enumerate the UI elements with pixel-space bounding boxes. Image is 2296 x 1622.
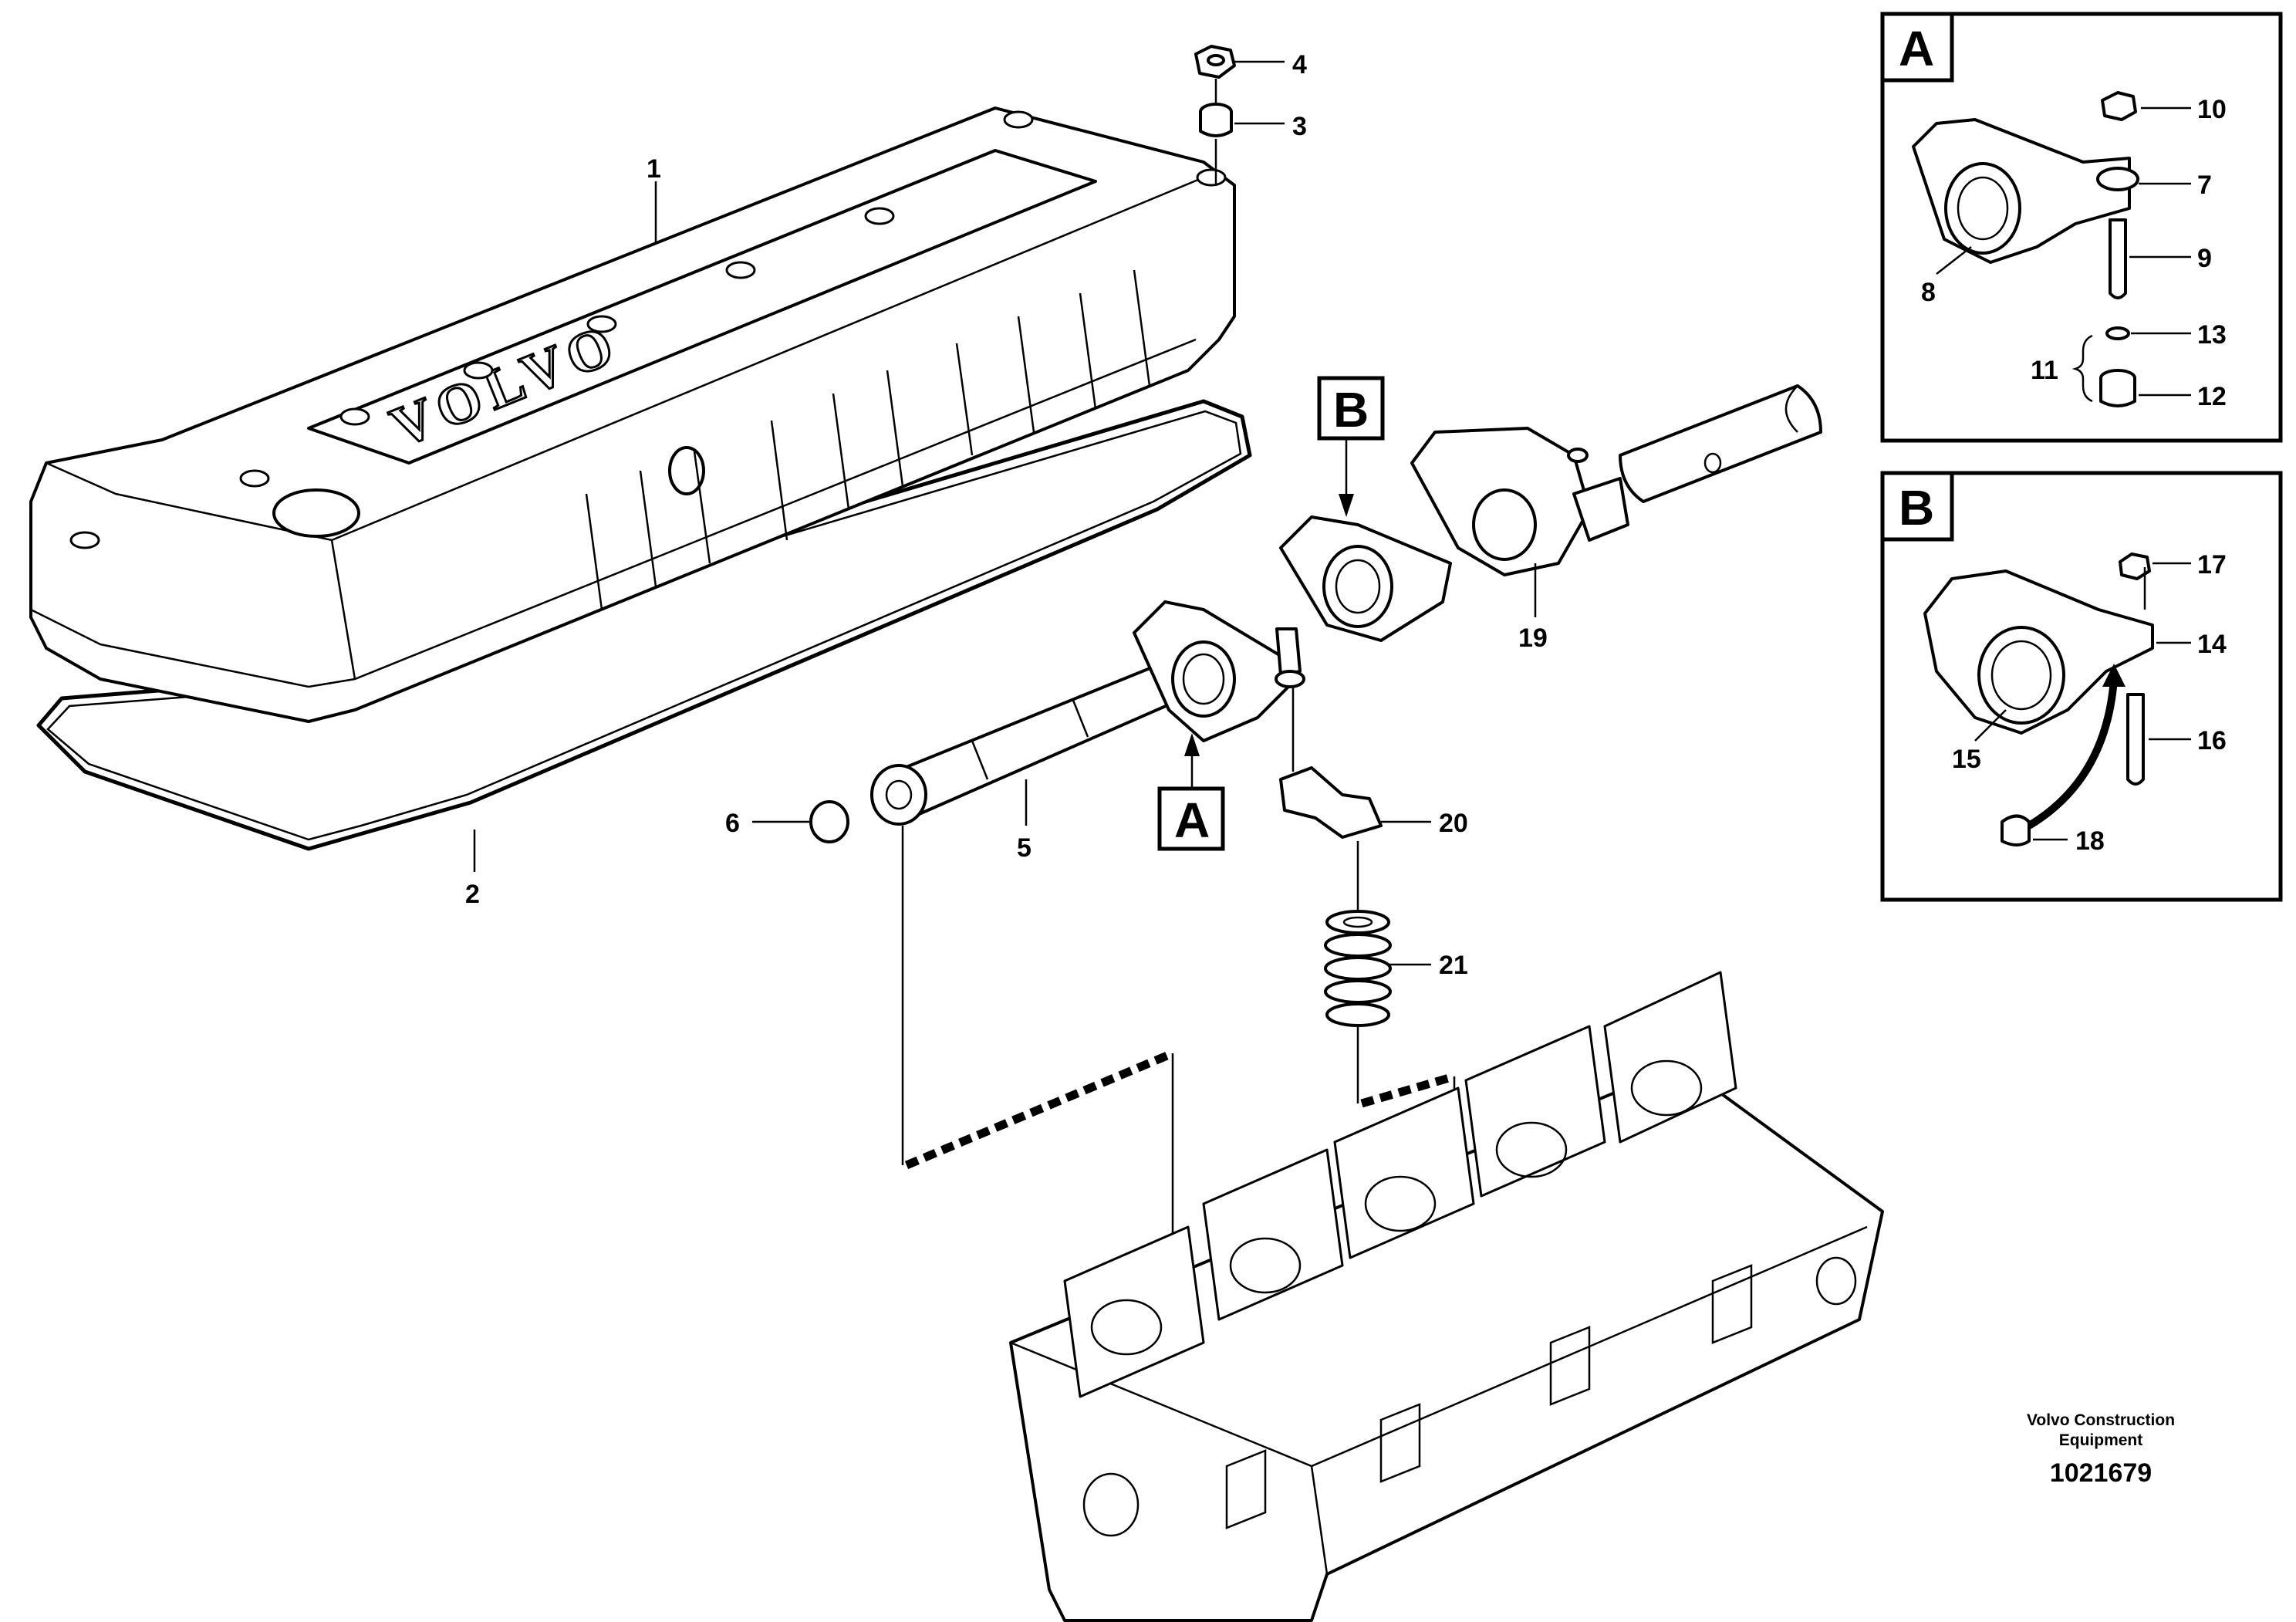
inset-view-a: A 10 7 9 13 12 11 8 — [1880, 12, 2283, 443]
rocker-arm-b — [1279, 515, 1452, 642]
footer: Volvo Construction Equipment 1021679 — [2027, 1411, 2175, 1488]
callout-12: 12 — [2197, 382, 2227, 411]
svg-text:B: B — [1333, 382, 1369, 438]
callout-9: 9 — [2197, 244, 2212, 273]
rocker-assembly — [1410, 427, 1629, 576]
callout-15: 15 — [1952, 745, 1981, 774]
document-number: 1021679 — [2050, 1458, 2152, 1488]
shaft-end-section — [1619, 384, 1822, 503]
callout-5: 5 — [1017, 833, 1032, 863]
callout-20: 20 — [1439, 809, 1468, 838]
callout-6: 6 — [725, 809, 740, 838]
inset-a-letter: A — [1899, 21, 1934, 76]
callout-18: 18 — [2075, 826, 2105, 856]
valve-cover: VOLVO — [29, 106, 1236, 723]
callout-16: 16 — [2197, 726, 2227, 755]
cylinder-head — [1009, 971, 1884, 1622]
inset-b-letter: B — [1899, 480, 1934, 536]
callout-3: 3 — [1292, 112, 1307, 141]
rocker-adjuster-a — [1275, 627, 1305, 688]
brand-line-1: Volvo Construction — [2027, 1411, 2175, 1429]
callout-19: 19 — [1518, 623, 1548, 653]
callout-1: 1 — [647, 154, 661, 184]
shaft-plug — [809, 800, 849, 843]
callout-7: 7 — [2197, 171, 2212, 200]
installation-lines — [901, 826, 1456, 1358]
valve-spring — [1324, 910, 1392, 1027]
inset-view-b: B 17 14 16 18 15 — [1880, 471, 2283, 902]
leader-lines — [473, 60, 1537, 966]
callout-8: 8 — [1921, 278, 1936, 307]
callout-4: 4 — [1292, 50, 1307, 79]
callout-10: 10 — [2197, 95, 2227, 124]
callout-14: 14 — [2197, 630, 2227, 659]
callout-17: 17 — [2197, 550, 2227, 580]
svg-text:A: A — [1174, 792, 1210, 848]
rocker-shaft — [870, 654, 1197, 826]
valve-bridge — [1279, 766, 1383, 839]
brand-line-2: Equipment — [2059, 1431, 2143, 1449]
rocker-arm-a — [1133, 600, 1298, 742]
view-marker-a: A — [1157, 786, 1225, 851]
callout-11: 11 — [2031, 356, 2058, 385]
callout-2: 2 — [465, 880, 480, 909]
view-marker-b: B — [1317, 376, 1385, 441]
cover-sleeve — [1199, 103, 1233, 137]
callout-13: 13 — [2197, 320, 2227, 350]
callout-21: 21 — [1439, 951, 1468, 980]
cover-nut — [1194, 45, 1236, 79]
